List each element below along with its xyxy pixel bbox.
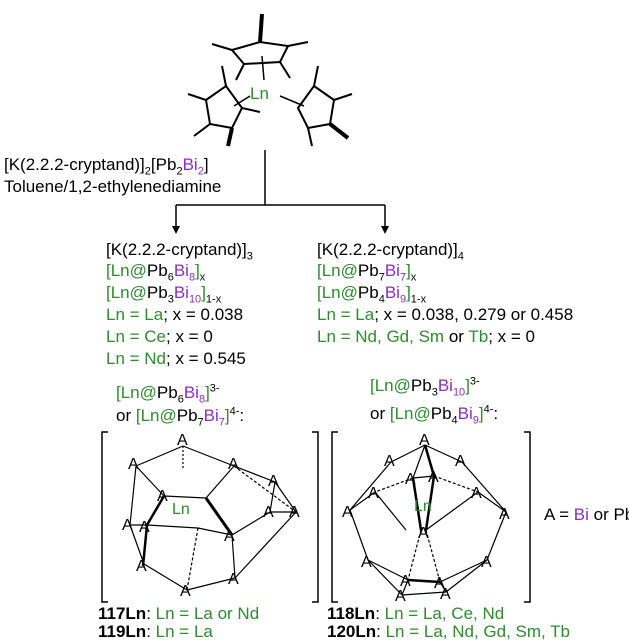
cluster-atom: A <box>395 588 406 605</box>
cluster-atom: A <box>499 506 510 523</box>
cluster-atom: A <box>224 528 235 545</box>
right-product-counterion: [K(2.2.2-cryptand)]4 <box>317 240 464 263</box>
compound-label-117: 117Ln: Ln = La or Nd <box>98 604 260 623</box>
right-cluster-brackets <box>331 431 531 603</box>
arrow-head-right <box>381 226 389 234</box>
cp-ring-right <box>296 84 336 130</box>
cluster-atom: A <box>419 432 430 449</box>
cluster-atom: A <box>122 517 133 534</box>
reagent-line-1: [K(2.2.2-cryptand)]2[Pb2Bi2] <box>4 155 209 178</box>
reagent-line-2: Toluene/1,2-ethylenediamine <box>4 177 222 196</box>
cluster-atom: A <box>289 504 300 521</box>
cluster-atom: A <box>180 583 191 600</box>
cluster-atom: A <box>428 469 439 486</box>
cluster-atom: A <box>400 573 411 590</box>
compound-label-119: 119Ln: Ln = La <box>98 622 213 641</box>
cluster-atom: A <box>228 571 239 588</box>
left-cluster-title-2: or [Ln@Pb7Bi7]4-: <box>116 405 245 429</box>
cluster-atom: A <box>418 525 429 542</box>
left-cluster-title-1: [Ln@Pb6Bi8]3- <box>116 382 220 406</box>
left-product-formula-2: [Ln@Pb3Bi10]1-x <box>106 283 222 306</box>
right-product-formula-1: [Ln@Pb7Bi7]x <box>317 261 417 284</box>
complex-metal-label: Ln <box>250 84 269 103</box>
right-product-formula-2: [Ln@Pb4Bi9]1-x <box>317 283 427 306</box>
left-cluster-cage <box>129 445 297 591</box>
atom-legend: A = Bi or Pb <box>544 505 629 524</box>
cluster-atom: A <box>455 453 466 470</box>
right-cluster-title-2: or [Ln@Pb4Bi9]4-: <box>370 403 499 427</box>
cluster-atom: A <box>157 488 168 505</box>
cluster-atom: A <box>361 554 372 571</box>
cluster-atom: A <box>481 554 492 571</box>
cluster-atom: A <box>139 519 150 536</box>
left-cluster-brackets <box>101 431 319 603</box>
cluster-atom: A <box>384 453 395 470</box>
cluster-atom: A <box>471 485 482 502</box>
cluster-atom: A <box>405 471 416 488</box>
cluster-atom: A <box>268 473 279 490</box>
left-product-la: Ln = La; x = 0.038 <box>106 305 244 324</box>
cluster-center-metal: Ln <box>172 501 190 518</box>
left-product-formula-1: [Ln@Pb6Bi8]x <box>106 261 206 284</box>
right-cluster-title-1: [Ln@Pb3Bi10]3- <box>370 375 480 399</box>
compound-label-118: 118Ln: Ln = La, Ce, Nd <box>327 604 505 623</box>
cluster-atom: A <box>128 456 139 473</box>
cluster-atom: A <box>434 575 445 592</box>
cluster-atom: A <box>263 504 274 521</box>
cp-ring-left <box>204 84 244 130</box>
cluster-center-metal: Ln <box>414 498 432 515</box>
right-cluster-cage <box>349 444 507 596</box>
left-product-counterion: [K(2.2.2-cryptand)]3 <box>106 240 253 263</box>
right-product-la: Ln = La; x = 0.038, 0.279 or 0.458 <box>317 305 574 324</box>
cluster-atom: A <box>342 504 353 521</box>
left-product-nd: Ln = Nd; x = 0.545 <box>106 349 246 368</box>
reaction-arrows <box>172 150 389 234</box>
arrow-head-left <box>172 226 180 234</box>
left-product-ce: Ln = Ce; x = 0 <box>106 327 213 346</box>
cluster-atom: A <box>228 456 239 473</box>
compound-label-120: 120Ln: Ln = La, Nd, Gd, Sm, Tb <box>327 622 571 641</box>
cluster-atom: A <box>136 558 147 575</box>
metallocene-complex <box>187 13 353 147</box>
cluster-atom: A <box>368 485 379 502</box>
right-product-others: Ln = Nd, Gd, Sm or Tb; x = 0 <box>317 327 535 346</box>
cluster-atom: A <box>177 432 188 449</box>
cp-ring-top <box>230 40 290 66</box>
cluster-atom: A <box>440 586 451 603</box>
